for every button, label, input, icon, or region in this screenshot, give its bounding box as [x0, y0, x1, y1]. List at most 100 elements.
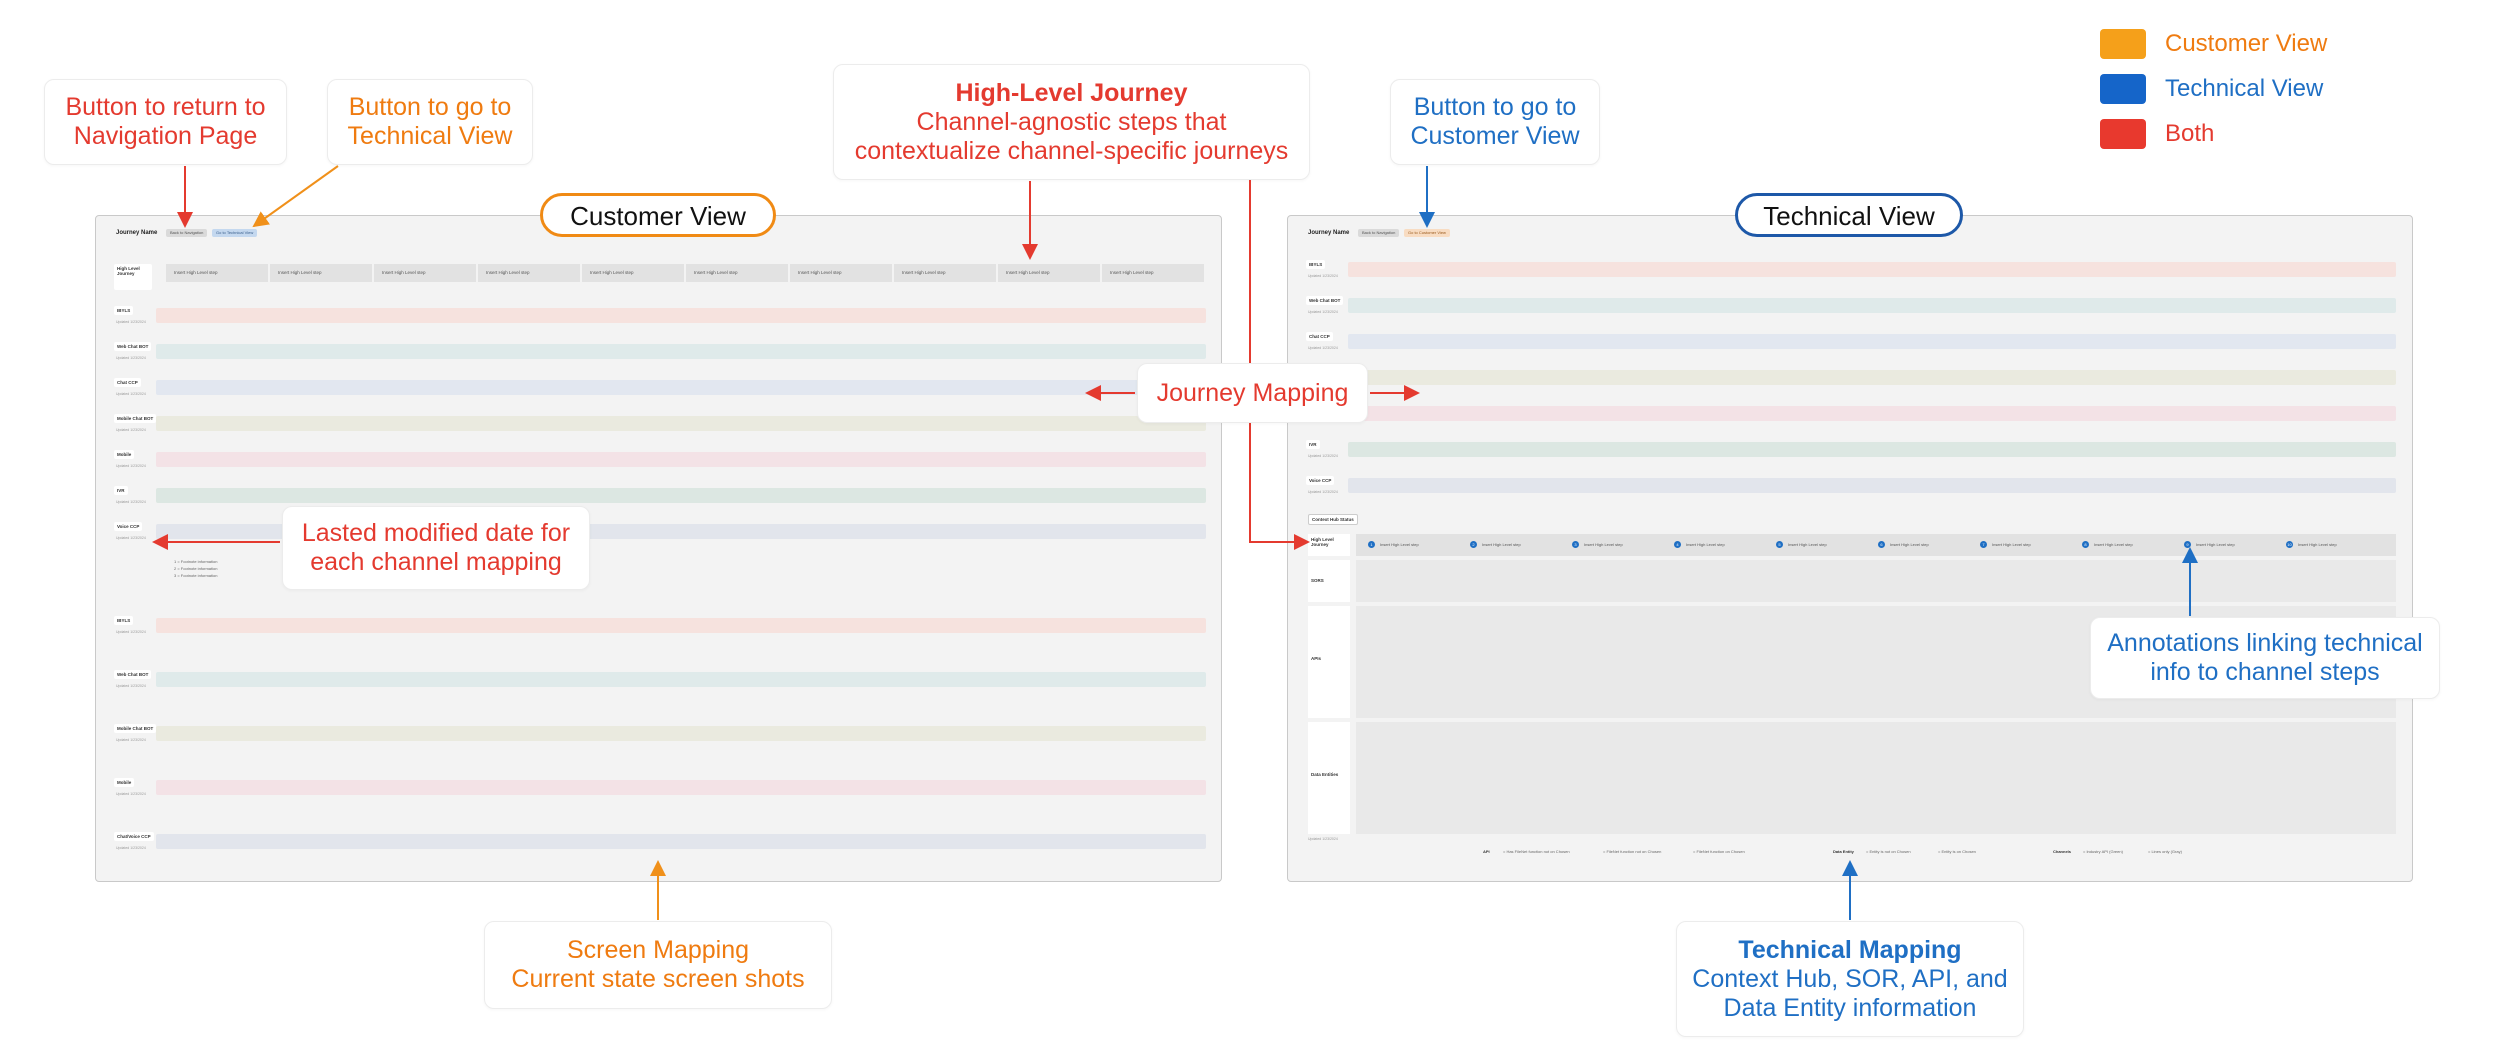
callout-high-level-title: High-Level Journey: [955, 78, 1188, 107]
tv-step-badge: 3: [1572, 541, 1579, 548]
cv-lane-updated: Updated 1/23/2024: [116, 684, 146, 688]
customer-view-title: Customer View: [540, 193, 776, 237]
cv-go-technical-button[interactable]: Go to Technical View: [212, 229, 258, 237]
tv-journey-name: Journey Name: [1308, 230, 1350, 236]
tv-data-entities-row: [1356, 722, 2396, 834]
cv-step: Insert High Level step: [582, 264, 684, 282]
callout-go-customer: Button to go to Customer View: [1390, 79, 1600, 165]
callout-technical-mapping-body: Context Hub, SOR, API, and Data Entity i…: [1692, 964, 2008, 1022]
cv-lane-label: Voice CCP: [114, 522, 143, 531]
cv-lane-label: Mobile: [114, 450, 135, 459]
legend-swatch-technical: [2100, 74, 2146, 104]
tv-step: Insert High Level step: [1380, 542, 1419, 547]
callout-go-technical-text: Button to go to Technical View: [347, 93, 513, 150]
cv-lane-bar: [156, 452, 1206, 467]
tv-lane-bar: [1348, 478, 2396, 493]
cv-step: Insert High Level step: [790, 264, 892, 282]
tv-step-badge: 4: [1674, 541, 1681, 548]
cv-footnote: 1 = Footnote information: [174, 559, 218, 564]
tv-legend-api-item: = FileNet function not on Chosen: [1603, 849, 1662, 854]
technical-view-title: Technical View: [1735, 193, 1963, 237]
cv-lane-label: Web Chat BOT: [114, 342, 152, 351]
tv-step-badge: 7: [1980, 541, 1987, 548]
tv-lane-bar: [1348, 298, 2396, 313]
tv-step: Insert High Level step: [2298, 542, 2337, 547]
tv-lane-bar: [1348, 442, 2396, 457]
tv-step: Insert High Level step: [1482, 542, 1521, 547]
cv-lane-updated: Updated 1/23/2024: [116, 428, 146, 432]
cv-step: Insert High Level step: [686, 264, 788, 282]
cv-lane-bar: [156, 672, 1206, 687]
cv-lane-bar: [156, 344, 1206, 359]
callout-last-modified: Lasted modified date for each channel ma…: [282, 506, 590, 590]
tv-step: Insert High Level step: [1890, 542, 1929, 547]
cv-lane-updated: Updated 1/23/2024: [116, 356, 146, 360]
tv-lane-updated: Updated 1/23/2024: [1308, 274, 1338, 278]
cv-hlj-label: High Level Journey: [114, 264, 152, 290]
tv-lane-updated: Updated 1/23/2024: [1308, 310, 1338, 314]
cv-journey-name: Journey Name: [116, 230, 158, 236]
tv-legend-api-item: = FileNet function on Chosen: [1693, 849, 1745, 854]
cv-lane-label: Mobile Chat BOT: [114, 724, 157, 733]
callout-annotations-text: Annotations linking technical info to ch…: [2107, 629, 2423, 686]
tv-go-customer-button[interactable]: Go to Customer View: [1404, 229, 1450, 237]
tv-step: Insert High Level step: [1584, 542, 1623, 547]
tv-data-entities-label: Data Entities: [1308, 722, 1350, 834]
tv-step-badge: 6: [1878, 541, 1885, 548]
tv-lane-label: IVR: [1306, 440, 1320, 449]
cv-lane-bar: [156, 488, 1206, 503]
cv-lane-label: Chat/Voice CCP: [114, 832, 154, 841]
tv-apis-label: APIs: [1308, 606, 1350, 718]
legend-label-technical: Technical View: [2165, 75, 2324, 102]
tv-legend-channel-item: = Industry API (Green): [2083, 849, 2123, 854]
cv-step: Insert High Level step: [894, 264, 996, 282]
tv-lane-updated: Updated 1/23/2024: [1308, 454, 1338, 458]
callout-go-customer-text: Button to go to Customer View: [1410, 93, 1580, 150]
tv-step: Insert High Level step: [1788, 542, 1827, 547]
cv-lane-bar: [156, 416, 1206, 431]
tv-lane-label: Voice CCP: [1306, 476, 1335, 485]
tv-step-badge: 9: [2184, 541, 2191, 548]
tv-step: Insert High Level step: [1992, 542, 2031, 547]
callout-return-nav: Button to return to Navigation Page: [44, 79, 287, 165]
cv-lane-label: Mobile: [114, 778, 135, 787]
callout-annotations: Annotations linking technical info to ch…: [2090, 617, 2440, 699]
legend-label-customer: Customer View: [2165, 30, 2328, 57]
cv-footnote: 3 = Footnote information: [174, 573, 218, 578]
cv-step: Insert High Level step: [166, 264, 268, 282]
callout-return-nav-text: Button to return to Navigation Page: [65, 93, 266, 150]
tv-hlj-label: High Level Journey: [1308, 534, 1350, 556]
callout-screen-mapping-body: Current state screen shots: [511, 965, 805, 993]
legend-swatch-customer: [2100, 29, 2146, 59]
callout-high-level-body: Channel-agnostic steps that contextualiz…: [854, 107, 1289, 165]
tv-legend-api: API: [1483, 849, 1490, 854]
cv-lane-label: IVR: [114, 486, 128, 495]
tv-back-nav-button[interactable]: Back to Navigation: [1358, 229, 1400, 237]
cv-lane-updated: Updated 1/23/2024: [116, 792, 146, 796]
tv-legend-data-item: = Entity is on Chosen: [1938, 849, 1976, 854]
tv-step: Insert High Level step: [2094, 542, 2133, 547]
cv-lane-updated: Updated 1/23/2024: [116, 320, 146, 324]
cv-step: Insert High Level step: [1102, 264, 1204, 282]
cv-back-nav-button[interactable]: Back to Navigation: [166, 229, 208, 237]
callout-journey-mapping-text: Journey Mapping: [1156, 378, 1349, 407]
callout-screen-mapping: Screen Mapping Current state screen shot…: [484, 921, 832, 1009]
tv-lane-bar: [1348, 334, 2396, 349]
tv-lane-updated: Updated 1/23/2024: [1308, 346, 1338, 350]
tv-lane-bar: [1348, 406, 2396, 421]
tv-step-badge: 5: [1776, 541, 1783, 548]
tv-legend-channels: Channels: [2053, 849, 2072, 854]
legend-label-both: Both: [2165, 120, 2215, 147]
cv-footnote: 2 = Footnote information: [174, 566, 218, 571]
tv-updated-date: Updated 1/23/2024: [1308, 837, 1338, 841]
arrow-journey-down: [1249, 180, 1310, 550]
cv-lane-label: Mobile Chat BOT: [114, 414, 157, 423]
tv-step-badge: 2: [1470, 541, 1477, 548]
tv-lane-updated: Updated 1/23/2024: [1308, 490, 1338, 494]
arrow-go-technical: [252, 165, 339, 228]
tv-legend-data-item: = Entity is not on Chosen: [1866, 849, 1911, 854]
cv-lane-bar: [156, 308, 1206, 323]
tv-legend-data-entity: Data Entity: [1833, 849, 1854, 854]
tv-sors-row: [1356, 560, 2396, 602]
